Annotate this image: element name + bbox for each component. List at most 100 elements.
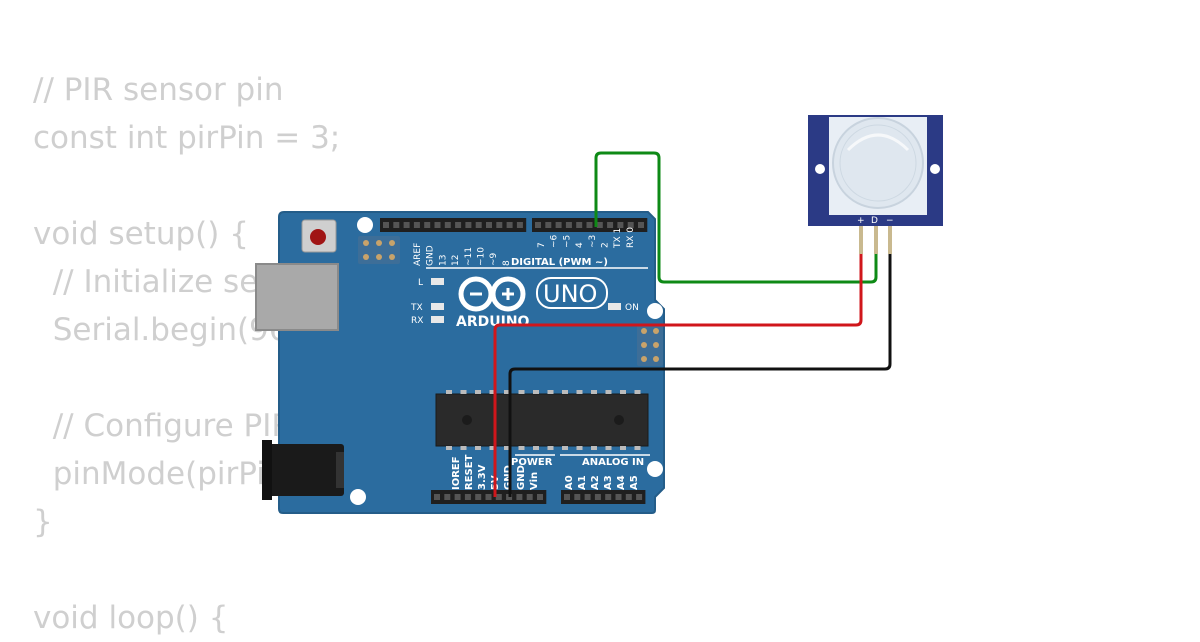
- led-on-label: ON: [625, 303, 639, 313]
- header-socket[interactable]: [506, 222, 513, 228]
- header-socket[interactable]: [455, 222, 462, 228]
- pin-label: AREF: [413, 243, 423, 266]
- analog-header: [561, 490, 646, 504]
- led-tx: [431, 303, 444, 310]
- chip-pin: [547, 446, 554, 450]
- chip-pin: [562, 390, 568, 394]
- pir-dome-pattern: [839, 124, 917, 202]
- pin-label: ~5: [562, 235, 572, 248]
- pir-dome-highlight: [846, 133, 910, 152]
- header-socket[interactable]: [464, 494, 471, 500]
- pin-label: 4: [575, 242, 585, 248]
- pin-label: 7: [537, 242, 547, 248]
- header-socket[interactable]: [596, 222, 603, 228]
- chip-pin: [489, 390, 496, 394]
- chip-pin: [634, 446, 641, 450]
- code-line: const int pirPin = 3;: [33, 120, 341, 156]
- header-socket[interactable]: [584, 494, 591, 500]
- header-socket[interactable]: [516, 222, 523, 228]
- header-socket[interactable]: [537, 494, 543, 500]
- led-tx-label: TX: [410, 303, 423, 313]
- header-socket[interactable]: [516, 494, 523, 500]
- pir-pin-label-d: D: [871, 216, 878, 226]
- pin-label: RX 0: [626, 227, 636, 248]
- header-socket[interactable]: [564, 494, 570, 500]
- analog-in-label: ANALOG IN: [582, 457, 644, 468]
- icsp-header: [358, 236, 400, 264]
- reset-button[interactable]: [301, 219, 337, 253]
- wire-ground[interactable]: [508, 254, 892, 497]
- pir-pin-minus[interactable]: [888, 226, 892, 254]
- mounting-hole: [350, 489, 366, 505]
- header-socket[interactable]: [454, 494, 461, 500]
- chip-pin: [504, 390, 510, 394]
- header-socket[interactable]: [475, 494, 482, 500]
- pin-label: ~11: [464, 247, 474, 266]
- chip-pin: [533, 390, 539, 394]
- chip-pin: [489, 446, 496, 450]
- header-socket[interactable]: [526, 494, 533, 500]
- header-socket[interactable]: [576, 222, 583, 228]
- header-socket[interactable]: [555, 222, 562, 228]
- digital-header-left: [380, 218, 527, 232]
- header-socket[interactable]: [465, 222, 472, 228]
- header-socket[interactable]: [594, 494, 601, 500]
- header-socket[interactable]: [574, 494, 581, 500]
- code-line: // PIR sensor pin: [33, 72, 284, 108]
- pin-label: IOREF: [451, 456, 462, 490]
- header-socket[interactable]: [607, 222, 614, 228]
- header-socket[interactable]: [393, 222, 400, 228]
- header-socket[interactable]: [403, 222, 410, 228]
- header-socket[interactable]: [444, 494, 451, 500]
- header-socket[interactable]: [496, 222, 503, 228]
- header-socket[interactable]: [636, 494, 643, 500]
- mounting-hole: [647, 303, 663, 319]
- pin-label: RESET: [464, 454, 475, 490]
- header-socket[interactable]: [625, 494, 632, 500]
- header-socket[interactable]: [617, 222, 624, 228]
- header-socket[interactable]: [475, 222, 482, 228]
- chip-pin: [460, 390, 467, 394]
- header-socket[interactable]: [434, 494, 440, 500]
- header-socket[interactable]: [565, 222, 572, 228]
- header-socket[interactable]: [615, 494, 622, 500]
- pin-label: GND: [516, 465, 527, 490]
- code-line: }: [33, 504, 53, 540]
- header-socket[interactable]: [413, 222, 420, 228]
- header-socket[interactable]: [627, 222, 634, 228]
- pin-label: 8: [502, 260, 512, 266]
- chip-pin: [446, 390, 452, 394]
- pir-pin-d[interactable]: [874, 226, 878, 254]
- chip-pin: [518, 446, 525, 450]
- pir-pin-plus[interactable]: [859, 226, 863, 254]
- header-socket[interactable]: [586, 222, 593, 228]
- header-socket[interactable]: [486, 222, 492, 228]
- pin-label: 13: [438, 255, 448, 266]
- header-socket[interactable]: [638, 222, 644, 228]
- pir-sensor[interactable]: + D −: [808, 115, 943, 254]
- header-socket[interactable]: [434, 222, 441, 228]
- chip-pin: [576, 390, 583, 394]
- power-label: POWER: [511, 457, 553, 468]
- icsp-header-right: [637, 324, 663, 366]
- pin-label: ~6: [550, 234, 560, 248]
- pir-mount-hole: [815, 164, 825, 174]
- chip-pin: [533, 446, 539, 450]
- header-socket[interactable]: [545, 222, 552, 228]
- pin-label: A5: [629, 475, 640, 490]
- header-socket[interactable]: [605, 494, 612, 500]
- wire-signal[interactable]: [594, 151, 878, 284]
- wire-power[interactable]: [493, 254, 863, 497]
- chip-pin: [591, 446, 597, 450]
- header-socket[interactable]: [424, 222, 431, 228]
- mounting-hole: [647, 461, 663, 477]
- header-socket[interactable]: [495, 494, 502, 500]
- header-socket[interactable]: [485, 494, 492, 500]
- header-socket[interactable]: [535, 222, 541, 228]
- header-socket[interactable]: [383, 222, 389, 228]
- arduino-logo-icon: [458, 276, 526, 312]
- pin-label: A0: [564, 475, 575, 490]
- header-socket[interactable]: [444, 222, 451, 228]
